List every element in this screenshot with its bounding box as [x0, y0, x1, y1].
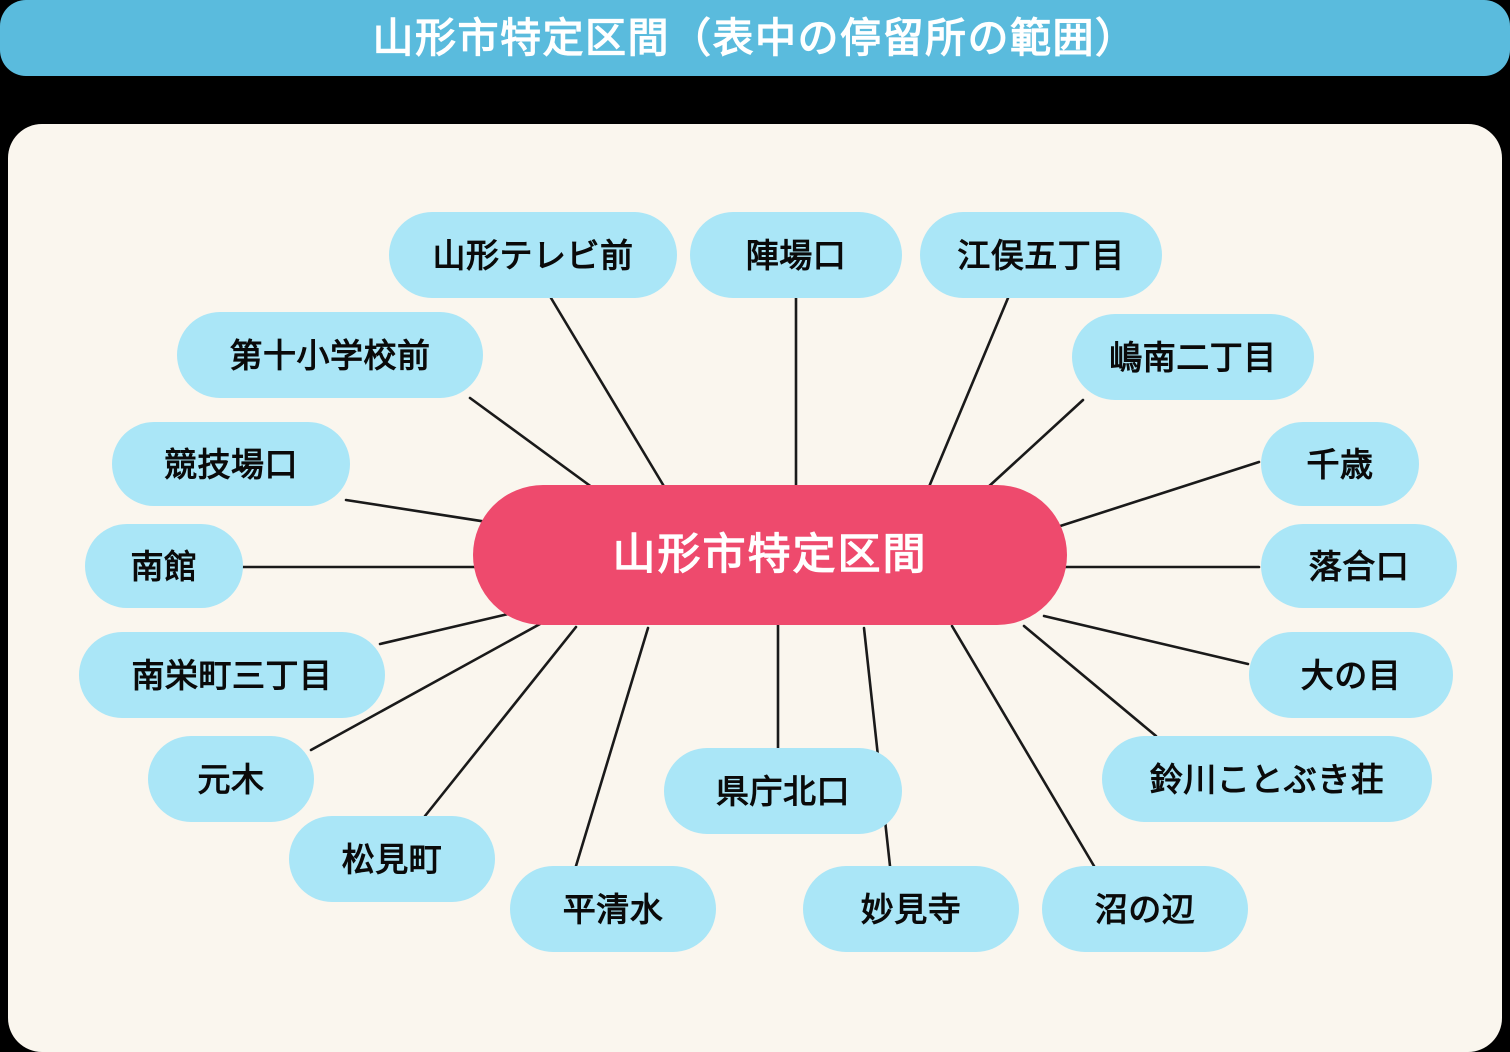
branch-node-label: 陣場口 [745, 236, 847, 274]
branch-node-label: 鈴川ことぶき荘 [1149, 760, 1385, 798]
connector-line-emata-5chome [924, 296, 1010, 496]
branch-node-label: 千歳 [1306, 445, 1374, 483]
branch-node-daiju-shogakko[interactable]: 第十小学校前 [177, 312, 483, 398]
branch-node-label: 県庁北口 [716, 772, 850, 810]
branch-node-jinbaguchi[interactable]: 陣場口 [690, 212, 902, 298]
branch-node-nanei-3chome[interactable]: 南栄町三丁目 [79, 632, 385, 718]
branch-node-ochiaiguchi[interactable]: 落合口 [1261, 524, 1457, 608]
page-title: 山形市特定区間（表中の停留所の範囲） [372, 14, 1138, 61]
center-node-yamagata-tokutei-kukan[interactable]: 山形市特定区間 [473, 485, 1067, 625]
branch-node-label: 第十小学校前 [229, 336, 431, 374]
branch-node-label: 南館 [130, 547, 198, 585]
branch-node-suzukawa[interactable]: 鈴川ことぶき荘 [1102, 736, 1432, 822]
branch-node-hirashimizu[interactable]: 平清水 [510, 866, 716, 952]
branch-node-label: 元木 [197, 760, 265, 798]
branch-node-kenchokita[interactable]: 県庁北口 [664, 748, 902, 834]
branch-node-label: 江俣五丁目 [957, 236, 1125, 274]
branch-node-matsumicho[interactable]: 松見町 [289, 816, 495, 902]
branch-node-yamagata-tv-mae[interactable]: 山形テレビ前 [389, 212, 677, 298]
branch-node-label: 平清水 [562, 890, 664, 928]
connector-line-matsumicho [423, 625, 578, 818]
connector-line-nanei-3chome [378, 609, 523, 646]
diagram-card: 山形市特定区間 山形テレビ前 陣場口 江俣五丁目第十小学校前 嶋南二丁目競技場口 千歳南… [8, 124, 1502, 1052]
branch-node-label: 嶋南二丁目 [1109, 338, 1277, 376]
branch-node-chitose[interactable]: 千歳 [1261, 422, 1419, 506]
branch-node-motoki[interactable]: 元木 [148, 736, 314, 822]
connector-line-yamagata-tv-mae [549, 296, 670, 495]
branch-node-minamidate[interactable]: 南館 [85, 524, 243, 608]
branch-node-label: 南栄町三丁目 [131, 656, 333, 694]
branch-node-label: 沼の辺 [1094, 890, 1196, 928]
branch-node-label: 大の目 [1300, 656, 1402, 694]
branch-node-label: 競技場口 [164, 445, 298, 483]
connector-line-suzukawa [1022, 624, 1158, 738]
connector-line-chitose [1052, 460, 1261, 530]
branch-node-label: 松見町 [341, 840, 443, 878]
branch-node-label: 妙見寺 [860, 890, 962, 928]
branch-node-emata-5chome[interactable]: 江俣五丁目 [920, 212, 1162, 298]
branch-node-myokenji[interactable]: 妙見寺 [803, 866, 1019, 952]
branch-node-label: 山形テレビ前 [432, 236, 634, 274]
branch-node-numanobe[interactable]: 沼の辺 [1042, 866, 1248, 952]
page-header-bar: 山形市特定区間（表中の停留所の範囲） [0, 0, 1510, 76]
branch-node-ono-me[interactable]: 大の目 [1249, 632, 1453, 718]
connector-line-numanobe [950, 624, 1096, 868]
branch-node-label: 落合口 [1308, 547, 1410, 585]
branch-node-shimaminami-2[interactable]: 嶋南二丁目 [1072, 314, 1314, 400]
connector-line-hirashimizu [574, 626, 650, 868]
connector-line-ono-me [1042, 614, 1250, 666]
branch-node-kyogijoguchi[interactable]: 競技場口 [112, 422, 350, 506]
connector-line-daiju-shogakko [468, 396, 606, 498]
center-node-label: 山形市特定区間 [612, 530, 928, 579]
